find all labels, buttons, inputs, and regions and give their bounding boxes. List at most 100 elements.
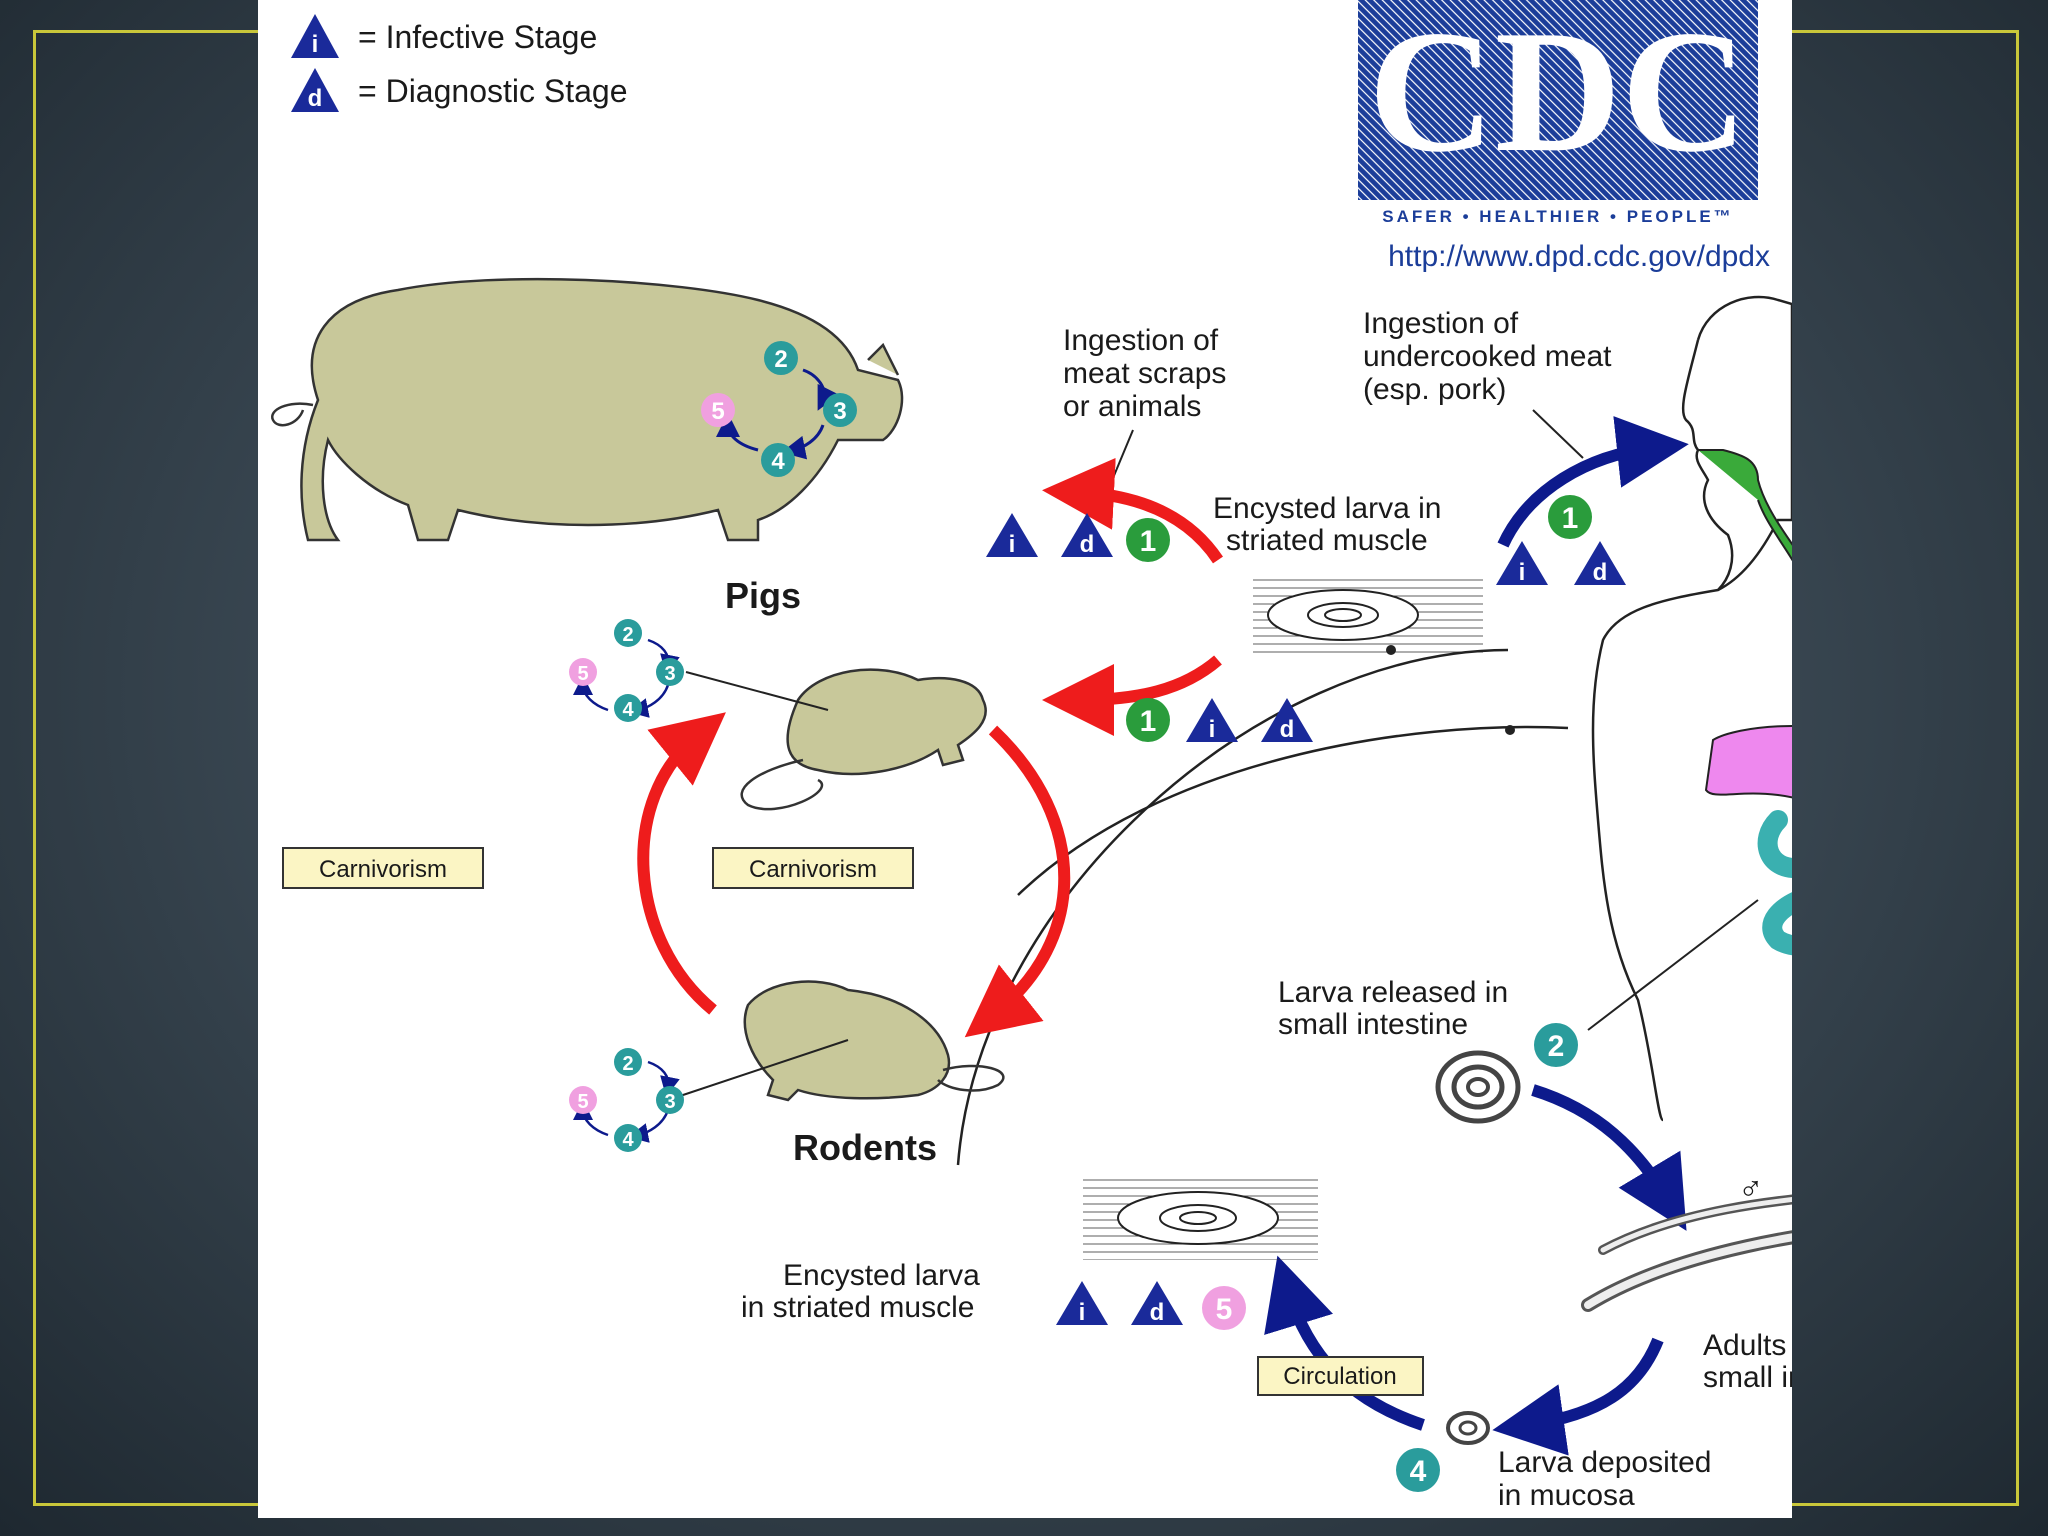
diagnostic-triangle-icon <box>1574 541 1626 585</box>
svg-text:i: i <box>1079 1299 1086 1326</box>
svg-text:4: 4 <box>1410 1455 1427 1488</box>
encysted-top-label: Encysted larva in striated muscle <box>1213 492 1441 557</box>
human-arrow-stage-markers: 1 i d <box>1496 495 1626 586</box>
coiled-larva-icon <box>1435 1050 1521 1124</box>
small-coiled-larva-icon <box>1446 1411 1490 1445</box>
arrow-adults-to-mucosa <box>1492 1337 1664 1456</box>
rodents-label: Rodents <box>793 1127 937 1168</box>
stage-1-badge <box>1126 698 1170 742</box>
svg-text:in mucosa: in mucosa <box>1498 1479 1635 1512</box>
legend-infective: i = Infective Stage <box>291 14 597 58</box>
stage-1-badge <box>1548 495 1592 539</box>
pig-stage-3: 3 <box>823 393 857 427</box>
arrow-muscle-to-human <box>1497 416 1689 548</box>
legend: i = Infective Stage d = Diagnostic Stage <box>291 14 628 112</box>
svg-text:striated muscle: striated muscle <box>1226 524 1428 557</box>
svg-text:Larva deposited: Larva deposited <box>1498 1446 1712 1479</box>
circulation-box: Circulation <box>1257 1356 1424 1396</box>
rodent-top-stage-cycle: 2 3 4 5 <box>569 619 684 722</box>
rodent-bottom-stage-3: 3 <box>656 1086 684 1114</box>
stage-4-human: 4 <box>1396 1448 1440 1492</box>
arrow-rodent-down <box>964 725 1071 1038</box>
svg-text:3: 3 <box>664 663 675 685</box>
legend-diagnostic: d = Diagnostic Stage <box>291 68 628 112</box>
larva-deposited-label: Larva deposited in mucosa <box>1498 1446 1712 1512</box>
svg-text:in striated muscle: in striated muscle <box>741 1291 974 1324</box>
encysted-larva-bottom-illustration <box>1083 1175 1318 1260</box>
rodent-bottom-stage-cycle: 2 3 4 5 <box>569 1048 684 1152</box>
svg-text:2: 2 <box>774 346 787 373</box>
carnivorism-left-box: Carnivorism <box>282 847 484 889</box>
rodent-top-stage-2: 2 <box>614 619 642 647</box>
stage-1-badge <box>1126 518 1170 562</box>
rodent-bottom-pointer <box>667 1039 849 1101</box>
pig-stage-2: 2 <box>764 341 798 375</box>
pig-stage-cycle: 2 3 4 5 <box>701 341 857 477</box>
scraps-pointer-line <box>1107 429 1134 491</box>
svg-text:4: 4 <box>622 699 634 721</box>
svg-text:2: 2 <box>622 1053 633 1075</box>
svg-text:small intestine: small intestine <box>1703 1361 1792 1394</box>
pigs-label: Pigs <box>725 575 801 616</box>
svg-text:1: 1 <box>1562 502 1579 535</box>
small-intestine <box>1757 810 1792 956</box>
diagnostic-triangle-icon <box>1061 513 1113 557</box>
rodent-bottom-stage-2: 2 <box>614 1048 642 1076</box>
liver <box>1704 725 1792 799</box>
svg-text:small intestine: small intestine <box>1278 1008 1468 1041</box>
rodent-bottom-stage-4: 4 <box>614 1124 642 1152</box>
svg-text:Encysted larva: Encysted larva <box>783 1259 980 1292</box>
svg-text:meat scraps: meat scraps <box>1063 357 1226 390</box>
trichinella-lifecycle-diagram: i = Infective Stage d = Diagnostic Stage… <box>271 0 1792 1512</box>
svg-text:Larva released in: Larva released in <box>1278 976 1508 1009</box>
pig-stage-5: 5 <box>701 393 735 427</box>
infective-triangle-icon <box>986 513 1038 557</box>
svg-text:5: 5 <box>577 663 588 685</box>
svg-text:Circulation: Circulation <box>1283 1363 1396 1390</box>
svg-text:Ingestion of: Ingestion of <box>1063 324 1219 357</box>
svg-text:(esp. pork): (esp. pork) <box>1363 373 1506 406</box>
svg-text:5: 5 <box>577 1091 588 1113</box>
legend-d-glyph: d <box>308 85 323 112</box>
human-silhouette <box>1591 295 1792 1122</box>
rodent-top-stage-3: 3 <box>656 658 684 686</box>
rodent-top-pointer <box>685 671 829 711</box>
larva-released-label: Larva released in small intestine <box>1278 976 1508 1041</box>
legend-i-glyph: i <box>312 31 319 58</box>
pig-arrow-stage-markers: i d 1 <box>986 513 1170 562</box>
svg-text:d: d <box>1593 559 1608 586</box>
cdc-logo-background <box>1358 0 1758 200</box>
rodent-bottom-illustration <box>743 980 1005 1102</box>
pointer-dot <box>1386 645 1396 655</box>
rodent-top-stage-4: 4 <box>614 694 642 722</box>
svg-text:undercooked meat: undercooked meat <box>1363 340 1612 373</box>
digestive-tract <box>1698 449 1792 562</box>
svg-text:4: 4 <box>622 1129 634 1151</box>
svg-text:5: 5 <box>711 398 724 425</box>
meat-pointer-line <box>1532 409 1584 459</box>
infective-triangle-icon <box>291 14 339 58</box>
svg-text:1: 1 <box>1140 525 1157 558</box>
pig-stage-4: 4 <box>761 443 795 477</box>
svg-text:d: d <box>1080 531 1095 558</box>
cdc-url: http://www.dpd.cdc.gov/dpdx <box>1388 240 1770 273</box>
diagnostic-triangle-icon <box>1261 698 1313 742</box>
lifecycle-panel: i = Infective Stage d = Diagnostic Stage… <box>258 0 1792 1518</box>
encysted-bottom-label: Encysted larva in striated muscle <box>741 1259 980 1324</box>
intestine-pointer-line <box>1587 899 1759 1031</box>
ingestion-meat-label: Ingestion of undercooked meat (esp. pork… <box>1363 307 1612 406</box>
rodent-arrow-stage-markers: 1 i d <box>1126 698 1313 743</box>
infective-triangle-icon <box>1056 1281 1108 1325</box>
svg-text:Carnivorism: Carnivorism <box>319 856 447 883</box>
infective-triangle-icon <box>1186 698 1238 742</box>
svg-text:i: i <box>1209 716 1216 743</box>
cdc-logo: CDC SAFER • HEALTHIER • PEOPLE™ http://w… <box>1358 0 1770 273</box>
pig-illustration <box>271 277 904 542</box>
svg-text:i: i <box>1519 559 1526 586</box>
svg-text:i: i <box>1009 531 1016 558</box>
ingestion-scraps-label: Ingestion of meat scraps or animals <box>1063 324 1226 423</box>
muscle-to-body-line <box>956 648 1509 1166</box>
stage-2-human: 2 <box>1534 1023 1578 1067</box>
legend-infective-label: = Infective Stage <box>358 19 597 55</box>
svg-text:2: 2 <box>622 624 633 646</box>
